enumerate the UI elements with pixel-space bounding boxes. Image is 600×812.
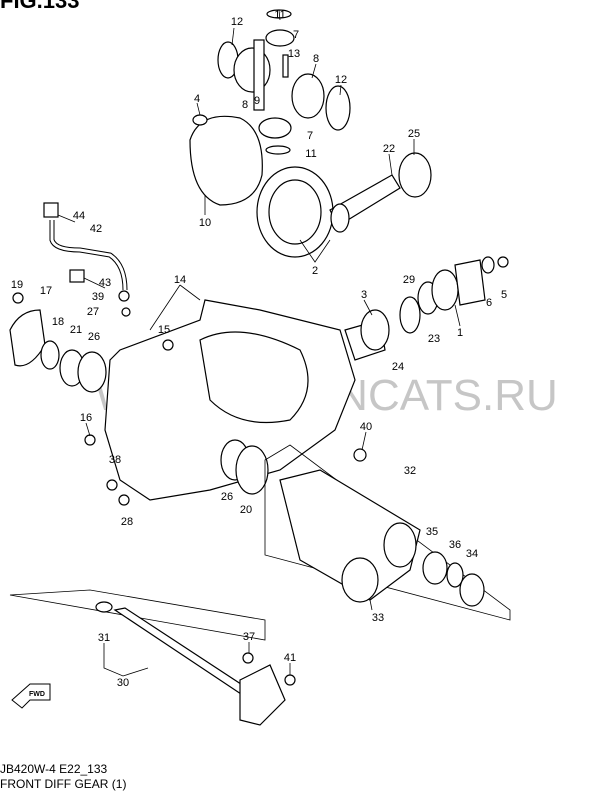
callout: 36 bbox=[449, 539, 461, 551]
callout: 29 bbox=[403, 274, 415, 286]
callout: 24 bbox=[392, 361, 404, 373]
figure-name: FRONT DIFF GEAR (1) bbox=[0, 777, 127, 791]
callout: 12 bbox=[231, 16, 243, 28]
callout: 35 bbox=[426, 526, 438, 538]
callout: 42 bbox=[90, 223, 102, 235]
callout: 7 bbox=[307, 130, 313, 142]
callout: 33 bbox=[372, 612, 384, 624]
callout: 25 bbox=[408, 128, 420, 140]
callout: 11 bbox=[305, 148, 316, 160]
callout: 5 bbox=[501, 289, 507, 301]
callout: 12 bbox=[335, 74, 347, 86]
callout-numbers: 11 12 7 13 8 8 9 12 4 7 11 10 25 22 2 44… bbox=[11, 9, 507, 689]
axle-shaft bbox=[9, 589, 296, 726]
differential-housing bbox=[84, 299, 386, 506]
callout: 26 bbox=[88, 331, 100, 343]
callout: 16 bbox=[80, 412, 92, 424]
callout: 39 bbox=[92, 291, 104, 303]
figure-code: JB420W-4 E22_133 bbox=[0, 762, 108, 776]
figure-number: FIG.133 bbox=[0, 0, 80, 13]
callout: 14 bbox=[174, 274, 186, 286]
callout: 8 bbox=[313, 53, 319, 65]
callout: 9 bbox=[254, 95, 260, 107]
callout: 26 bbox=[221, 491, 233, 503]
callout: 22 bbox=[383, 143, 395, 155]
differential-gear-set bbox=[189, 9, 432, 258]
callout: 4 bbox=[194, 93, 200, 105]
callout: 7 bbox=[293, 29, 299, 41]
callout: 37 bbox=[243, 631, 255, 643]
breather-hose-parts bbox=[9, 202, 131, 393]
callout: 40 bbox=[360, 421, 372, 433]
callout: 13 bbox=[288, 48, 300, 60]
callout: 1 bbox=[457, 327, 463, 339]
forward-arrow-icon: FWD bbox=[11, 683, 51, 709]
callout: 30 bbox=[117, 677, 129, 689]
callout: 20 bbox=[240, 504, 252, 516]
leader-lines bbox=[57, 9, 461, 677]
callout: 15 bbox=[158, 324, 170, 336]
callout: 34 bbox=[466, 548, 478, 560]
figure-caption: JB420W-4 E22_133 FRONT DIFF GEAR (1) bbox=[0, 762, 126, 792]
callout: 19 bbox=[11, 279, 23, 291]
callout: 6 bbox=[486, 297, 492, 309]
callout: 21 bbox=[70, 324, 82, 336]
callout: 27 bbox=[87, 306, 99, 318]
callout: 17 bbox=[40, 285, 52, 297]
callout: 32 bbox=[404, 465, 416, 477]
callout: 10 bbox=[199, 217, 211, 229]
callout: 28 bbox=[121, 516, 133, 528]
callout: 31 bbox=[98, 632, 110, 644]
callout: 3 bbox=[361, 289, 367, 301]
pinion-bearing-parts bbox=[360, 256, 509, 351]
callout: 2 bbox=[312, 265, 318, 277]
callout: 18 bbox=[52, 316, 64, 328]
callout: 41 bbox=[284, 652, 296, 664]
callout: 44 bbox=[73, 210, 85, 222]
callout: 11 bbox=[274, 9, 285, 21]
callout: 23 bbox=[428, 333, 440, 345]
output-shaft-housing bbox=[264, 444, 511, 621]
callout: 43 bbox=[99, 277, 111, 289]
callout: 38 bbox=[109, 454, 121, 466]
callout: 8 bbox=[242, 99, 248, 111]
fwd-label: FWD bbox=[29, 691, 45, 698]
